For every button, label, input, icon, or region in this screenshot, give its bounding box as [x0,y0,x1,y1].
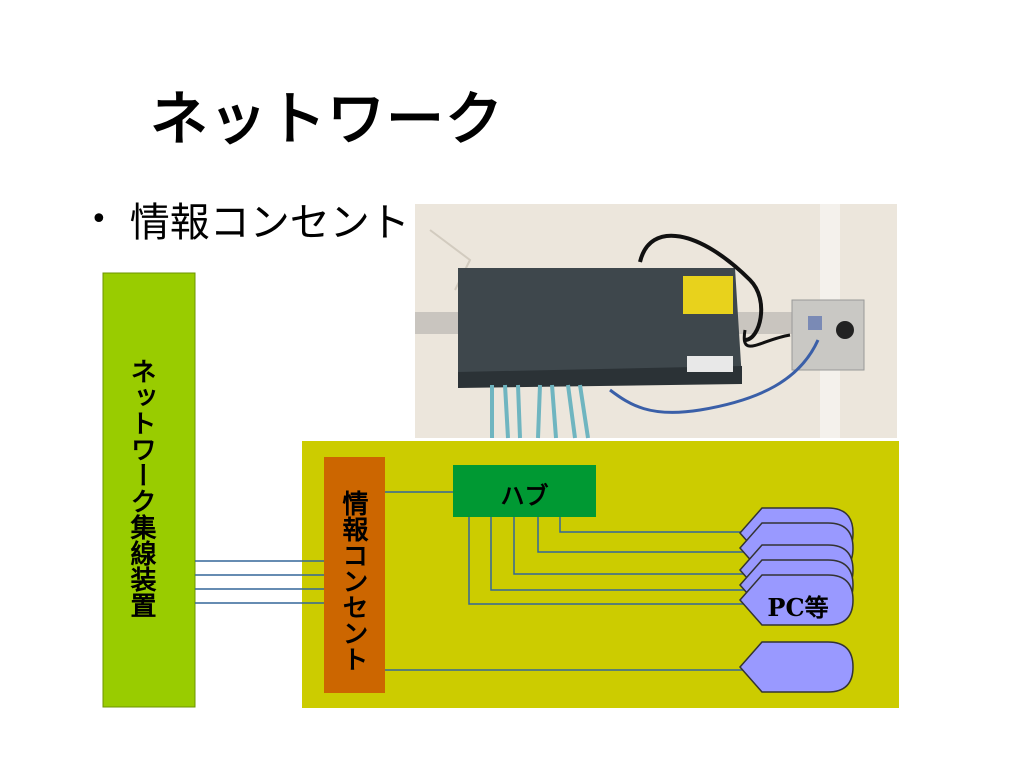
pc-stack [739,507,854,693]
pc-shape-single [739,641,854,693]
outlet-box [324,457,385,693]
photo-warning-label [683,276,733,314]
photo-cable-coil [742,329,791,348]
photo-wall-jack [808,316,822,330]
pc-label: PC等 [767,593,829,622]
photo-power-cable [638,233,764,342]
hub-box [453,465,596,517]
photo-switch-body [458,268,742,385]
pc-shape-front [739,574,854,626]
photo-wall-plate [791,299,865,371]
photo-patch-cables [490,384,590,439]
network-device-box [102,272,196,708]
photo-switch-front [458,366,742,388]
photo-serial-label [687,356,733,372]
outlet-label: 情報コンセント [338,490,368,672]
network-device-label: ネットワーク集線装置 [126,358,156,618]
bullet-icon: • [90,201,108,237]
photo-blue-cable [609,339,820,414]
hub-pc-lines [468,517,752,605]
hub-label: ハブ [500,482,549,510]
switch-photo [415,204,897,439]
page-title: ネットワーク [150,85,505,153]
bullet-item: • 情報コンセント [90,190,410,248]
bullet-text: 情報コンセント [129,200,410,246]
device-outlet-lines [195,560,324,604]
photo-wall-socket [836,321,854,339]
